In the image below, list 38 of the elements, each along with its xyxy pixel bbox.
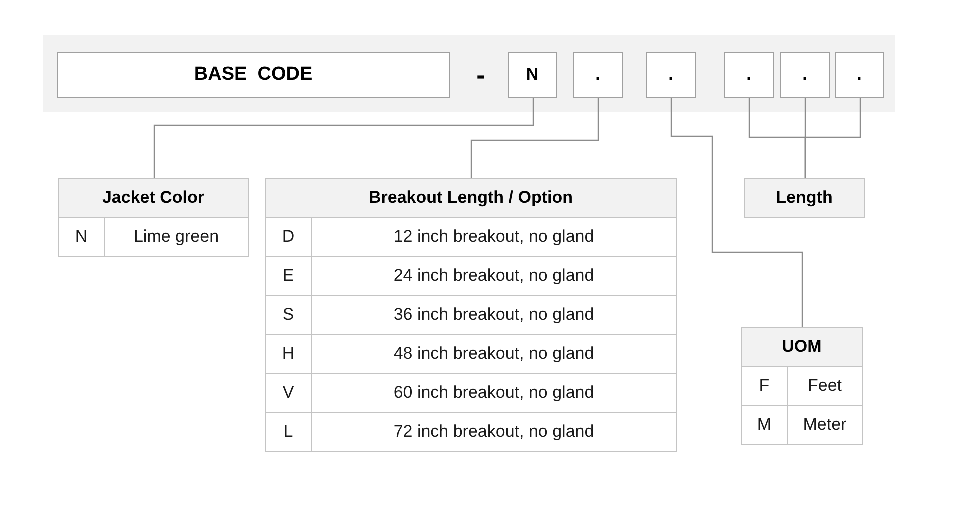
table-header: Breakout Length / Option — [266, 179, 676, 217]
code-cell: F — [742, 366, 788, 405]
part-number-bar — [43, 35, 895, 112]
table-header: Jacket Color — [59, 179, 248, 217]
code-cell: M — [742, 405, 788, 444]
leader-line — [804, 98, 862, 178]
description-cell: 12 inch breakout, no gland — [312, 217, 676, 256]
code-box: . — [780, 52, 830, 98]
leader-line — [470, 98, 600, 178]
description-cell: Lime green — [105, 217, 248, 256]
code-cell: S — [266, 295, 312, 334]
code-box: N — [508, 52, 557, 98]
code-box: . — [646, 52, 696, 98]
table-header: UOM — [742, 328, 862, 366]
code-box: . — [573, 52, 623, 98]
dash-separator: - — [476, 58, 486, 92]
code-cell: D — [266, 217, 312, 256]
code-cell: H — [266, 334, 312, 373]
description-cell: 72 inch breakout, no gland — [312, 412, 676, 451]
description-cell: Meter — [788, 405, 862, 444]
code-cell: N — [59, 217, 105, 256]
code-cell: L — [266, 412, 312, 451]
description-cell: 60 inch breakout, no gland — [312, 373, 676, 412]
description-cell: 48 inch breakout, no gland — [312, 334, 676, 373]
code-box: . — [724, 52, 774, 98]
base-code-box: BASE CODE — [57, 52, 450, 98]
leader-line — [670, 98, 804, 327]
code-box: . — [835, 52, 884, 98]
code-cell: V — [266, 373, 312, 412]
table-header: Length — [744, 178, 865, 218]
description-cell: 24 inch breakout, no gland — [312, 256, 676, 295]
option-table — [741, 327, 863, 445]
description-cell: Feet — [788, 366, 862, 405]
leader-line — [154, 98, 534, 178]
code-cell: E — [266, 256, 312, 295]
description-cell: 36 inch breakout, no gland — [312, 295, 676, 334]
option-table — [265, 178, 677, 452]
option-table — [58, 178, 249, 257]
